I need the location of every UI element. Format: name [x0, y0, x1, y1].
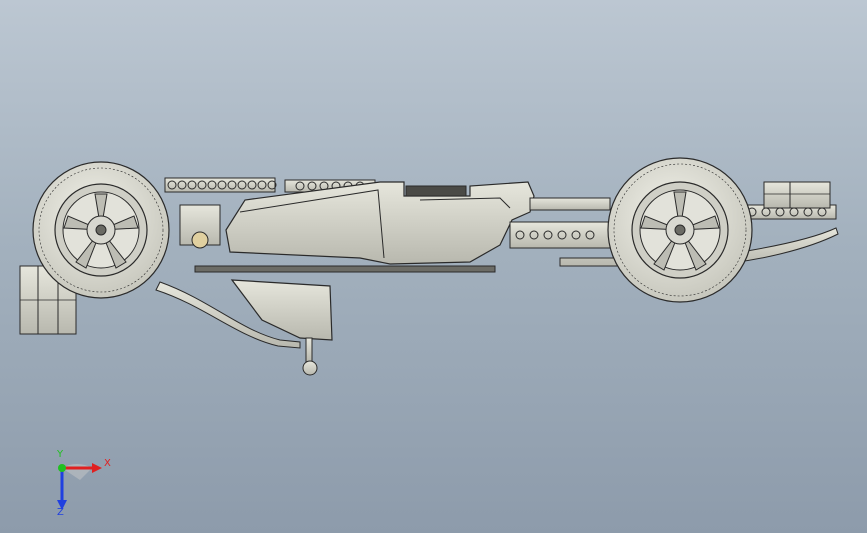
rear-pipe — [155, 281, 301, 349]
rear-wheel — [32, 161, 170, 299]
cockpit-line — [419, 197, 511, 209]
top-beam — [164, 177, 376, 193]
cockpit-slot — [405, 185, 467, 197]
z-axis-label: Z — [57, 507, 64, 518]
body-panel-line — [239, 189, 385, 259]
y-axis-label: Y — [57, 449, 64, 460]
coordinate-triad: X Y Z — [40, 450, 120, 520]
rear-axle-gear — [191, 231, 209, 249]
fin-strut — [305, 337, 313, 363]
lower-rod — [194, 265, 496, 273]
triad-graphic — [57, 463, 102, 510]
lower-fin — [230, 279, 333, 341]
front-wing — [763, 181, 831, 209]
front-wheel — [607, 157, 753, 303]
x-axis-label: X — [104, 458, 111, 469]
main-body — [225, 181, 535, 265]
fin-knob — [302, 360, 318, 376]
